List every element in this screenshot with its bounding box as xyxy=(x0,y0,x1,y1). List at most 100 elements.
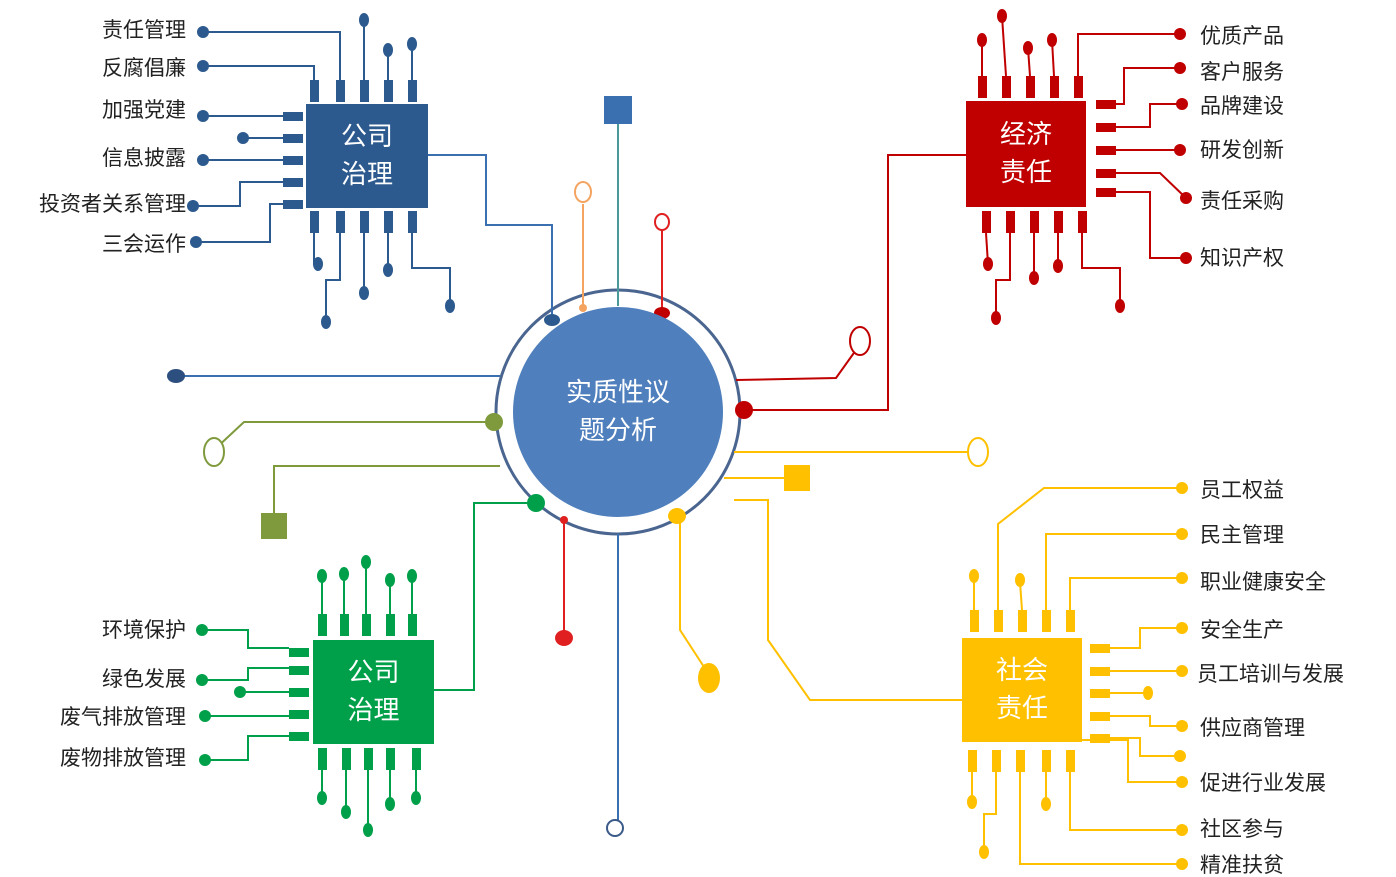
chip-pin xyxy=(283,178,303,187)
wire-end-dot xyxy=(1176,98,1188,110)
wire-end-dot xyxy=(197,154,209,166)
wire xyxy=(734,499,962,701)
wire-end-ring xyxy=(203,437,225,467)
wire-end-dot xyxy=(196,624,208,636)
environment-chip-line2: 治理 xyxy=(347,696,400,726)
chip-pin xyxy=(310,211,319,233)
economic-chip-line2: 责任 xyxy=(999,158,1052,188)
chip-pin xyxy=(992,750,1001,772)
chip-pin xyxy=(1016,750,1025,772)
chip-pin xyxy=(408,211,417,233)
wire-end-dot xyxy=(445,299,455,313)
chip-pin xyxy=(340,614,349,636)
wire-end-dot xyxy=(1041,797,1051,811)
social-item-label: 员工权益 xyxy=(1200,478,1284,502)
chip-pin xyxy=(1066,750,1075,772)
wire-end-ring xyxy=(606,819,624,837)
wire-end-dot xyxy=(1115,299,1125,313)
wire-end-dot xyxy=(339,567,349,581)
wire xyxy=(679,517,707,671)
chip-pin xyxy=(1090,712,1110,721)
wire xyxy=(744,154,966,411)
wire-end-dot xyxy=(190,236,202,248)
wire-end-square xyxy=(604,96,632,124)
chip-pin xyxy=(1018,610,1027,632)
wire xyxy=(1069,577,1182,610)
chip-pin xyxy=(1096,169,1116,178)
wire-end-dot xyxy=(560,516,568,524)
chip-pin xyxy=(289,688,309,697)
wire-end-dot xyxy=(361,555,371,569)
chip-pin xyxy=(1096,188,1116,197)
wire-end-dot xyxy=(1176,622,1188,634)
wire xyxy=(203,31,341,80)
center-title-line2: 题分析 xyxy=(578,416,657,446)
wire-end-dot xyxy=(1176,824,1188,836)
chip-pin xyxy=(1090,689,1110,698)
wire-end-ring xyxy=(849,326,871,356)
wire-end-dot xyxy=(1174,750,1186,762)
wire-end-dot xyxy=(1015,573,1025,587)
wire-end-dot xyxy=(1176,720,1188,732)
wire-end-dot xyxy=(1180,192,1192,204)
governance-item-label: 投资者关系管理 xyxy=(39,192,186,216)
chip-pin xyxy=(1074,76,1083,98)
wire xyxy=(1069,772,1182,831)
chip-pin xyxy=(970,610,979,632)
chip-pin xyxy=(1002,76,1011,98)
governance-item-label: 三会运作 xyxy=(102,232,186,256)
governance-item-label: 加强党建 xyxy=(102,98,186,122)
wire-end-dot xyxy=(167,369,185,383)
wire-end-dot xyxy=(313,257,323,271)
chip-pin xyxy=(968,750,977,772)
wire-end-dot xyxy=(407,37,417,51)
chip-pin xyxy=(318,614,327,636)
economic-item-label: 品牌建设 xyxy=(1200,94,1284,118)
wire xyxy=(1116,67,1180,105)
wire-end-dot xyxy=(983,257,993,271)
wire-end-dot xyxy=(197,110,209,122)
chip-pin xyxy=(384,211,393,233)
environment-item-label: 废物排放管理 xyxy=(60,746,186,770)
wire-end-square xyxy=(261,513,287,539)
wire-end-dot xyxy=(187,200,199,212)
wire-end-dot xyxy=(977,33,987,47)
economic-chip: 经济 责任 xyxy=(966,101,1086,207)
wire-end-dot xyxy=(359,286,369,300)
chip-pin xyxy=(318,748,327,770)
wire-end-dot xyxy=(1176,776,1188,788)
environment-chip-line1: 公司 xyxy=(347,658,400,688)
wire xyxy=(1110,737,1180,757)
chip-pin xyxy=(336,211,345,233)
governance-chip-line2: 治理 xyxy=(340,160,393,190)
wire xyxy=(1110,627,1182,649)
wire-end-dot xyxy=(997,9,1007,23)
wire-end-dot xyxy=(979,845,989,859)
economic-chip-line1: 经济 xyxy=(999,120,1052,150)
wire-end-dot xyxy=(1174,144,1186,156)
governance-chip: 公司 治理 xyxy=(306,104,428,208)
wire-end-dot xyxy=(1143,686,1153,700)
center-title-line1: 实质性议 xyxy=(565,378,670,408)
environment-item-label: 环境保护 xyxy=(102,618,186,642)
wire-end-dot xyxy=(698,663,720,693)
social-item-label: 职业健康安全 xyxy=(1200,570,1326,594)
chip-pin xyxy=(283,156,303,165)
wire-end-ring xyxy=(654,213,670,231)
wire-end-dot xyxy=(1174,62,1186,74)
wire-end-dot xyxy=(237,132,249,144)
chip-pin xyxy=(1090,734,1110,743)
social-chip-line2: 责任 xyxy=(995,694,1048,724)
wire xyxy=(997,487,1182,610)
environment-item-label: 绿色发展 xyxy=(102,667,186,691)
wire-end-dot xyxy=(385,573,395,587)
wire xyxy=(1045,533,1182,610)
wire xyxy=(434,502,536,691)
chip-pin xyxy=(994,610,1003,632)
chip-pin xyxy=(289,710,309,719)
wire-end-dot xyxy=(359,13,369,27)
chip-pin xyxy=(336,80,345,102)
wire-end-dot xyxy=(317,791,327,805)
economic-item-label: 责任采购 xyxy=(1200,189,1284,213)
chip-pin xyxy=(1026,76,1035,98)
